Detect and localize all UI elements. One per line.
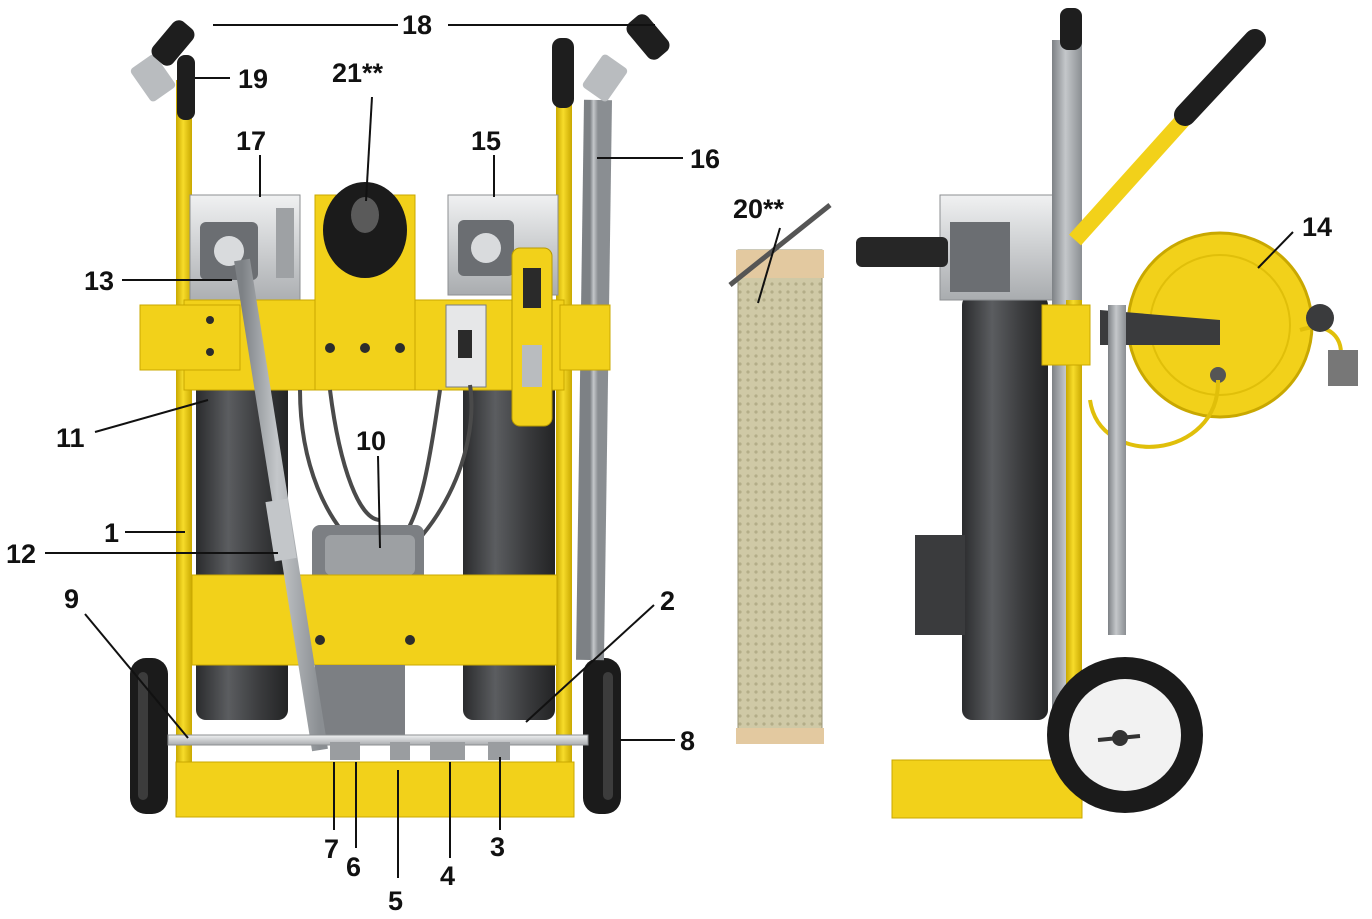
callout-19: 19 [238,64,268,94]
side-clamp [1041,304,1091,366]
power-plug [1306,304,1358,386]
side-base-plate [891,759,1083,819]
axle [167,734,589,746]
callout-17: 17 [236,126,266,156]
callout-13: 13 [84,266,114,296]
left-frame-upright [176,80,192,770]
right-frame-upright [556,80,572,770]
leader-lines [45,24,1294,878]
front-view [130,14,670,818]
panel-bolts [206,316,405,356]
lower-panel-bolts [315,635,415,645]
spare-filter-element [728,203,832,744]
side-inlet-hose [856,237,948,267]
callout-8: 8 [680,726,695,756]
side-head-window [950,222,1010,292]
callout-4: 4 [440,861,455,891]
cord-holder [511,247,553,427]
switch-box [445,304,487,388]
callout-14: 14 [1302,212,1332,242]
right-handle-grip [552,38,574,108]
callout-15: 15 [471,126,501,156]
callout-12: 12 [6,539,36,569]
left-clamp [139,304,241,371]
hose-coupling [265,498,297,562]
side-junction-box [915,535,965,635]
callout-16: 16 [690,144,720,174]
side-filter-housing [962,295,1048,720]
callout-10: 10 [356,426,386,456]
callout-1: 1 [104,518,119,548]
gear-pump [315,665,405,735]
side-wheel [1047,657,1203,813]
callout-6: 6 [346,852,361,882]
wiring [298,384,474,602]
right-wheel [583,658,621,814]
left-handle-grip [177,55,195,120]
callout-5: 5 [388,886,403,916]
base-plate [175,761,575,818]
side-yellow-frame [1066,300,1082,700]
callout-21: 21** [332,58,384,88]
side-view [856,8,1358,819]
callout-labels: 18 19 21** 17 15 16 20** 14 13 10 11 1 1… [6,10,1332,916]
sight-gauge-lens [351,197,379,233]
callout-20: 20** [733,194,785,224]
lower-frame-panel [191,574,558,666]
callout-9: 9 [64,584,79,614]
valve-fittings [330,742,510,760]
side-upright-grip [1060,8,1082,50]
callout-11: 11 [56,423,85,453]
callout-3: 3 [490,832,505,862]
left-hose-fitting [130,20,195,102]
left-wheel [130,658,168,814]
motor [312,525,424,585]
callout-7: 7 [324,834,339,864]
right-clamp [559,304,611,371]
callout-2: 2 [660,586,675,616]
hose-reel [1100,231,1314,419]
side-vertical-hose [1108,305,1126,635]
side-handle-grip [1174,29,1266,126]
callout-18: 18 [402,10,432,40]
right-hose [576,99,612,661]
